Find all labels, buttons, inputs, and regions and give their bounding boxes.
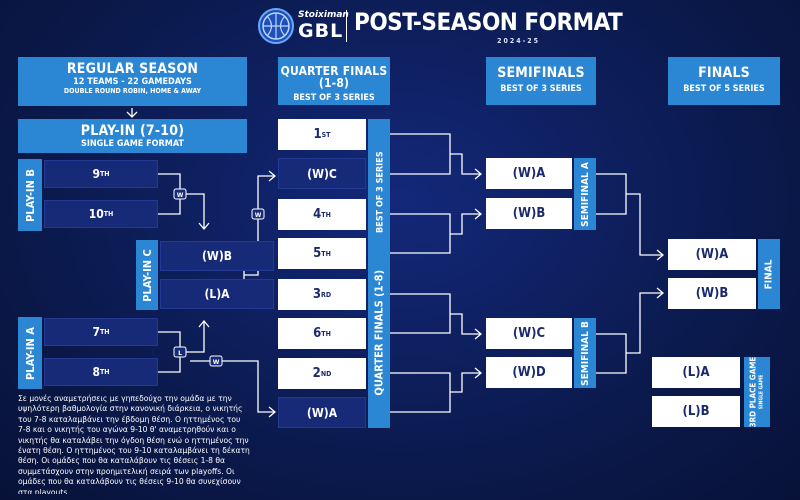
regular-season-format: DOUBLE ROUND ROBIN, HOME & AWAY xyxy=(63,87,202,95)
connector xyxy=(390,133,451,175)
connector xyxy=(474,168,483,180)
connector xyxy=(450,153,480,175)
connector xyxy=(190,360,274,413)
regular-season-title: REGULAR SEASON xyxy=(66,61,199,77)
quarter-finals-subtitle: BEST OF 3 SERIES xyxy=(293,93,375,103)
quarter-finals-title: QUARTER FINALS (1-8) xyxy=(280,64,388,90)
svg-text:W: W xyxy=(255,212,262,219)
third-place-label: 3RD PLACE GAME SINGLE GAME xyxy=(744,357,770,427)
finals-subtitle: BEST OF 5 SERIES xyxy=(683,84,765,94)
connector xyxy=(596,173,627,215)
svg-text:L: L xyxy=(178,350,182,357)
connector xyxy=(450,372,480,393)
winner-badge: W xyxy=(209,355,223,367)
season-label: 2024-25 xyxy=(497,37,540,45)
format-note: Σε μονές αναμετρήσεις με γηπεδούχο την ο… xyxy=(18,394,250,494)
play-in-b-label: PLAY-IN B xyxy=(18,159,42,231)
semifinal-b-label: SEMIFINAL B xyxy=(574,318,596,388)
sf-slot-winner-b: (W)B xyxy=(486,198,572,229)
connector xyxy=(390,372,451,413)
sf-slot-winner-c: (W)C xyxy=(486,318,572,349)
play-in-title: PLAY-IN (7-10) xyxy=(80,123,185,139)
connector xyxy=(474,208,483,220)
play-in-subtitle: SINGLE GAME FORMAT xyxy=(81,139,184,149)
winner-badge: W xyxy=(173,188,187,200)
final-slot-winner-a: (W)A xyxy=(668,239,756,270)
basketball-logo-icon xyxy=(258,8,294,44)
connector xyxy=(474,367,483,379)
connector xyxy=(180,193,205,228)
final-slot-winner-b: (W)B xyxy=(668,278,756,309)
svg-text:W: W xyxy=(177,192,184,199)
third-place-title: 3RD PLACE GAME xyxy=(748,356,758,428)
regular-season-panel: REGULAR SEASON 12 TEAMS - 22 GAMEDAYS DO… xyxy=(18,57,247,106)
connector xyxy=(268,170,277,182)
loser-badge: L xyxy=(173,346,187,358)
regular-season-teams: 12 TEAMS - 22 GAMEDAYS xyxy=(73,77,192,87)
connector xyxy=(450,313,480,335)
semifinals-subtitle: BEST OF 3 SERIES xyxy=(500,84,582,94)
connector xyxy=(596,333,627,374)
quarter-finals-bar-sub: BEST OF 3 SERIES xyxy=(375,151,386,233)
connector xyxy=(450,213,480,235)
connector xyxy=(268,406,277,418)
connector xyxy=(198,319,210,328)
play-in-a-label: PLAY-IN A xyxy=(18,317,42,389)
connector xyxy=(198,222,210,231)
third-place-slot-loser-b: (L)B xyxy=(652,396,740,427)
quarter-finals-bar-label: QUARTER FINALS (1-8) xyxy=(372,269,386,396)
final-label: FINAL xyxy=(758,239,780,309)
connector xyxy=(126,111,138,118)
connector xyxy=(390,213,451,254)
quarter-finals-bar: QUARTER FINALS (1-8) BEST OF 3 SERIES xyxy=(368,119,390,428)
connector xyxy=(656,249,665,261)
quarter-finals-panel: QUARTER FINALS (1-8) BEST OF 3 SERIES xyxy=(278,57,390,105)
connector xyxy=(626,292,662,354)
connector xyxy=(390,293,451,334)
semifinal-a-label: SEMIFINAL A xyxy=(574,158,596,230)
semifinals-panel: SEMIFINALS BEST OF 3 SERIES xyxy=(486,57,596,105)
connector xyxy=(656,287,665,299)
play-in-c-winner-b: (W)B xyxy=(160,241,274,271)
sf-slot-winner-d: (W)D xyxy=(486,357,572,388)
qf-slot-winner-c: (W)C xyxy=(278,158,366,189)
play-in-c-label: PLAY-IN C xyxy=(136,240,158,310)
page-title: POST-SEASON FORMAT xyxy=(354,8,623,36)
finals-title: FINALS xyxy=(698,65,750,81)
svg-text:W: W xyxy=(213,359,220,366)
winner-badge: W xyxy=(251,208,265,220)
finals-panel: FINALS BEST OF 5 SERIES xyxy=(668,57,780,105)
third-place-slot-loser-a: (L)A xyxy=(652,357,740,388)
qf-slot-winner-a: (W)A xyxy=(278,397,366,428)
sf-slot-winner-a: (W)A xyxy=(486,158,572,189)
semifinals-title: SEMIFINALS xyxy=(497,65,585,81)
connector xyxy=(474,328,483,340)
connector xyxy=(626,193,662,256)
connector xyxy=(244,175,274,276)
play-in-panel: PLAY-IN (7-10) SINGLE GAME FORMAT xyxy=(18,119,247,153)
brand-logo: GBL xyxy=(298,20,344,42)
header-divider xyxy=(346,10,347,42)
connector xyxy=(180,322,205,353)
third-place-subtitle: SINGLE GAME xyxy=(758,374,765,410)
brand-sponsor: Stoiximan xyxy=(298,10,349,20)
play-in-c-loser-a: (L)A xyxy=(160,279,274,309)
